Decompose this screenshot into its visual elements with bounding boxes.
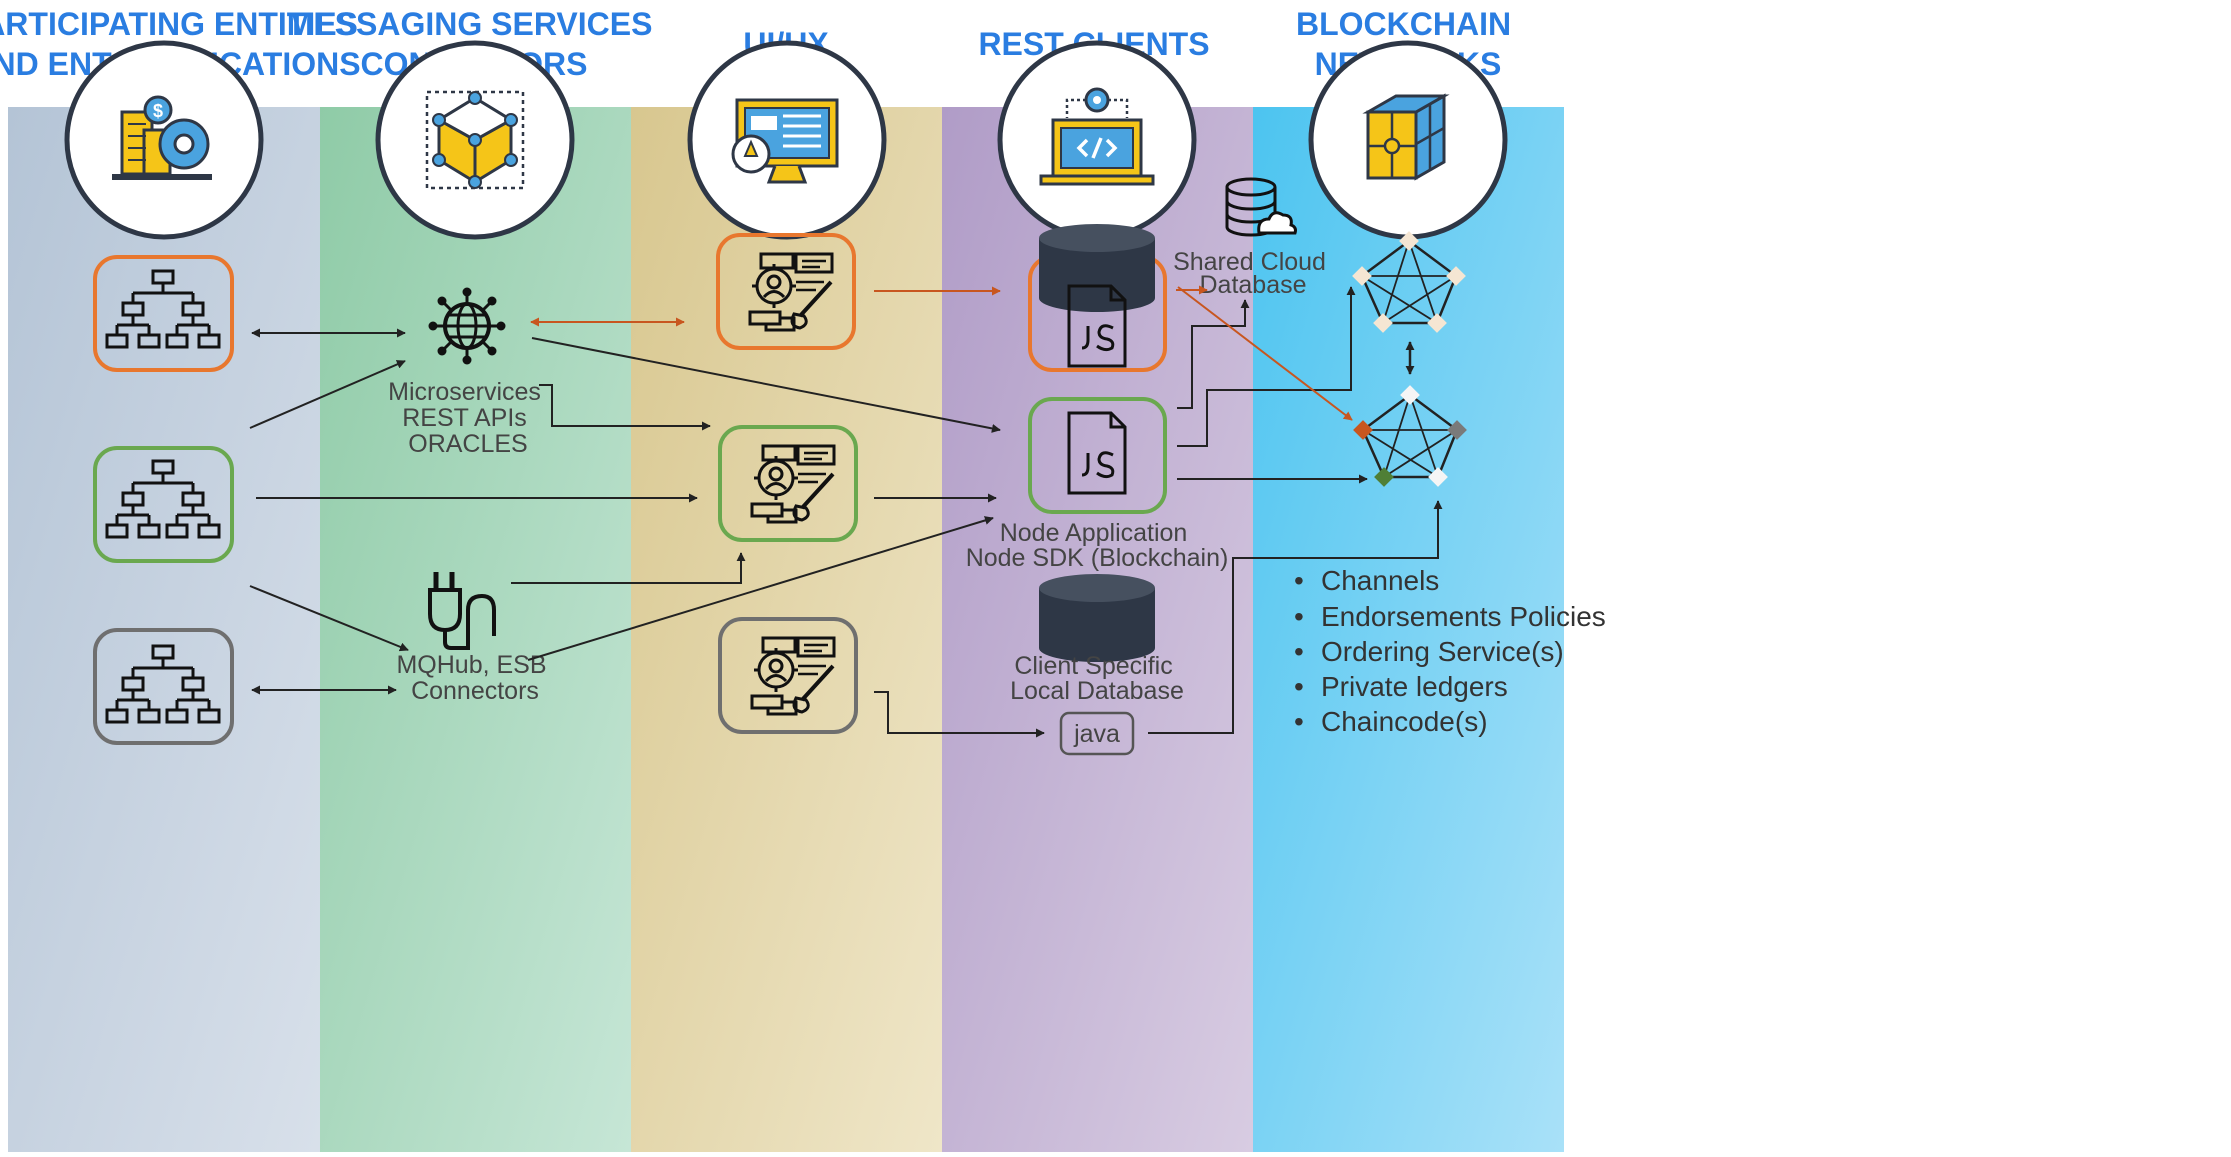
arrow-entity2-to-mqhub [249,585,409,652]
globe-network-icon [428,287,506,365]
svg-text:$: $ [153,101,163,121]
arrow-rest-to-network-top [1177,286,1356,447]
svg-text:•: • [1294,601,1304,632]
arrow-rest-to-cloud-db [1177,299,1250,409]
database-icon [1039,574,1155,662]
arrow-microservices-to-rest [531,337,1001,433]
shared-cloud-db-label: Shared Cloud Database [1173,248,1333,299]
cloud-database-icon [1225,177,1297,237]
rest-client-box-green[interactable] [1028,397,1167,514]
column-header-messaging: MESSAGING SERVICES CONNECTORS [287,6,662,82]
plug-icon [428,572,496,650]
feature-item: Channels [1321,565,1439,596]
mqhub-label: MQHub, ESB Connectors [396,651,553,705]
entity-app-box-orange[interactable] [93,255,234,372]
entity-app-box-gray[interactable] [93,628,234,745]
entity-app-box-green[interactable] [93,446,234,563]
enterprise-app-icon: $ [67,43,261,237]
orange-connector-arrows [530,285,1353,421]
feature-item: Endorsements Policies [1321,601,1606,632]
svg-text:•: • [1294,636,1304,667]
java-label: java [1073,720,1120,748]
code-laptop-icon [1000,43,1194,237]
blockchain-network-bottom [1353,385,1467,487]
arrow-entity2-to-microservices [249,360,406,429]
arrow-mqhub-to-rest [527,516,994,661]
database-icon [1039,224,1155,312]
feature-item: Private ledgers [1321,671,1508,702]
arrow-mqhub-to-ui [511,552,746,584]
ui-app-box-orange[interactable] [716,233,856,350]
ui-app-box-green[interactable] [718,425,858,542]
blockchain-cube-icon [1311,43,1505,237]
local-db-label: Client Specific Local Database [1010,652,1184,705]
connector-arrows [249,286,1443,738]
arrow-java-to-network [1148,500,1443,734]
arrow-microservices-to-ui [539,384,711,431]
node-app-label: Node Application Node SDK (Blockchain) [966,519,1229,572]
feature-item: Chaincode(s) [1321,706,1488,737]
blockchain-network-top [1352,231,1466,333]
dashboard-monitor-icon [690,43,884,237]
microservices-label: Microservices REST APIs ORACLES [388,378,548,458]
java-box[interactable] [1059,711,1135,756]
arrow-ui3-to-java [874,691,1045,738]
column-bg-messaging [320,107,631,1152]
column-bg-uiux [631,107,942,1152]
arrow-rest-to-network-orange [1177,286,1353,421]
blockchain-features-list: • Channels • Endorsements Policies • Ord… [1294,565,1606,737]
svg-text:•: • [1294,565,1304,596]
svg-text:•: • [1294,706,1304,737]
hexagon-network-icon [378,43,572,237]
svg-text:•: • [1294,671,1304,702]
ui-app-box-gray[interactable] [718,617,858,734]
column-bg-blockchain [1253,107,1564,1152]
feature-item: Ordering Service(s) [1321,636,1564,667]
